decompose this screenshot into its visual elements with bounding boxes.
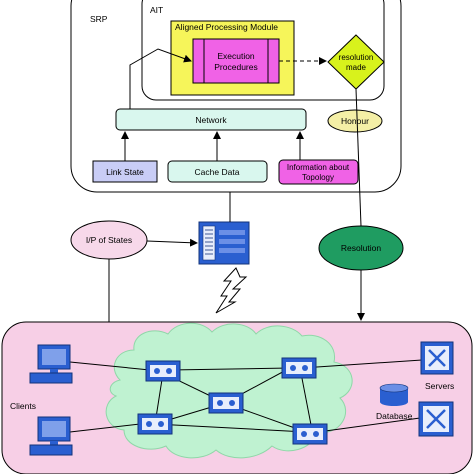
resolution-made-label-1: resolution (339, 53, 374, 62)
aligned-processing-module-label: Aligned Processing Module (175, 22, 278, 32)
topology-info-box (278, 159, 359, 185)
clients-label: Clients (10, 401, 36, 411)
router-4-icon (137, 413, 173, 435)
router-5-icon (292, 423, 328, 445)
execution-label-2: Procedures (214, 62, 257, 72)
database-label: Database (376, 411, 413, 421)
network-box (115, 108, 307, 131)
topology-info-label-1: Information about (287, 163, 350, 172)
network-label: Network (195, 115, 227, 125)
ait-label: AIT (150, 5, 163, 15)
router-3-icon (208, 392, 244, 414)
resolution-made-label-2: made (346, 63, 367, 72)
cache-data-label: Cache Data (195, 167, 240, 177)
client-computer-1-icon (29, 344, 73, 384)
servers-label: Servers (425, 381, 454, 391)
honour-ellipse (327, 109, 383, 133)
gateway-device-icon (198, 221, 250, 265)
execution-label-1: Execution (217, 51, 255, 61)
execution-procedures-box (192, 38, 280, 84)
server-1-icon (420, 341, 454, 375)
honour-label: Honour (341, 116, 369, 126)
resolution-label: Resolution (341, 243, 381, 253)
ip-states-to-gateway-arrow (146, 238, 198, 247)
router-2-icon (281, 357, 317, 379)
link-state-label: Link State (106, 167, 144, 177)
ip-states-label: I/P of States (86, 235, 132, 245)
server-2-icon (418, 401, 454, 437)
srp-label: SRP (90, 14, 108, 24)
lightning-connector-icon (215, 267, 248, 314)
topology-info-label-2: Topology (302, 173, 334, 182)
database-icon (379, 383, 409, 406)
client-computer-2-icon (29, 416, 73, 456)
router-1-icon (145, 360, 181, 382)
diamond-to-resolution-line (355, 88, 362, 227)
network-to-execution-arrow (129, 48, 192, 109)
